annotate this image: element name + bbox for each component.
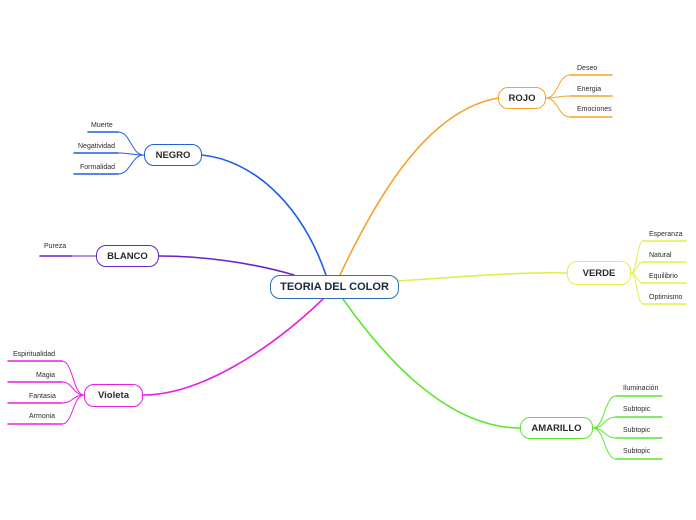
negro-link-1 <box>117 131 145 156</box>
subtopic-verde-esperanza[interactable]: Esperanza <box>649 231 683 238</box>
violeta-link-1 <box>61 360 85 396</box>
violeta-link-2 <box>61 381 85 396</box>
amarillo-link-4 <box>592 427 617 460</box>
topic-rojo-label: ROJO <box>508 92 536 104</box>
central-topic-label: TEORIA DEL COLOR <box>280 281 389 293</box>
connector-rojo <box>339 97 499 276</box>
subtopic-verde-optimismo[interactable]: Optimismo <box>649 294 683 301</box>
connector-verde <box>397 272 568 282</box>
connector-negro <box>201 154 327 276</box>
subtopic-rojo-energia[interactable]: Energia <box>577 86 602 93</box>
topic-blanco-label: BLANCO <box>107 250 148 262</box>
topic-amarillo-label: AMARILLO <box>531 422 582 434</box>
subtopic-negro-formalidad[interactable]: Formalidad <box>80 164 116 171</box>
subtopic-amarillo-subtopic-3[interactable]: Subtopic <box>623 448 651 455</box>
subtopic-amarillo-subtopic-2[interactable]: Subtopic <box>623 427 651 434</box>
rojo-link-1 <box>545 74 571 99</box>
subtopic-negro-negatividad[interactable]: Negatividad <box>78 143 115 150</box>
subtopic-negro-muerte[interactable]: Muerte <box>91 122 113 129</box>
topic-negro[interactable]: NEGRO <box>144 144 202 166</box>
subtopic-violeta-espiritualidad[interactable]: Espiritualidad <box>13 351 56 358</box>
verde-link-1 <box>630 240 644 274</box>
subtopic-blanco-pureza[interactable]: Pureza <box>44 243 67 250</box>
subtopic-violeta-magia[interactable]: Magia <box>36 372 56 379</box>
topic-negro-label: NEGRO <box>155 149 191 161</box>
topic-violeta[interactable]: Violeta <box>84 384 143 407</box>
topic-amarillo[interactable]: AMARILLO <box>520 417 593 439</box>
topic-blanco[interactable]: BLANCO <box>96 245 159 267</box>
negro-link-3 <box>117 154 145 175</box>
topic-verde-label: VERDE <box>582 267 616 279</box>
subtopic-verde-equilibrio[interactable]: Equilibrio <box>649 273 678 280</box>
topic-verde[interactable]: VERDE <box>567 261 631 285</box>
subtopic-amarillo-subtopic-1[interactable]: Subtopic <box>623 406 651 413</box>
verde-link-4 <box>630 272 644 305</box>
subtopic-rojo-emociones[interactable]: Emociones <box>577 106 612 113</box>
rojo-link-3 <box>545 97 571 118</box>
topic-rojo[interactable]: ROJO <box>498 87 546 109</box>
amarillo-link-2 <box>592 416 617 429</box>
violeta-link-4 <box>61 394 85 425</box>
subtopic-verde-natural[interactable]: Natural <box>649 252 672 259</box>
topic-violeta-label: Violeta <box>98 390 129 401</box>
central-topic[interactable]: TEORIA DEL COLOR <box>270 275 399 299</box>
amarillo-link-1 <box>592 395 617 429</box>
subtopic-rojo-deseo[interactable]: Deseo <box>577 65 598 72</box>
subtopic-amarillo-iluminacion[interactable]: Iluminación <box>623 385 659 392</box>
verde-link-2 <box>630 261 644 274</box>
subtopic-violeta-fantasia[interactable]: Fantasia <box>29 393 56 400</box>
connector-violeta <box>142 298 324 396</box>
subtopic-violeta-armonia[interactable]: Armonia <box>29 413 56 420</box>
connector-blanco <box>158 255 295 276</box>
connector-amarillo <box>342 298 521 429</box>
